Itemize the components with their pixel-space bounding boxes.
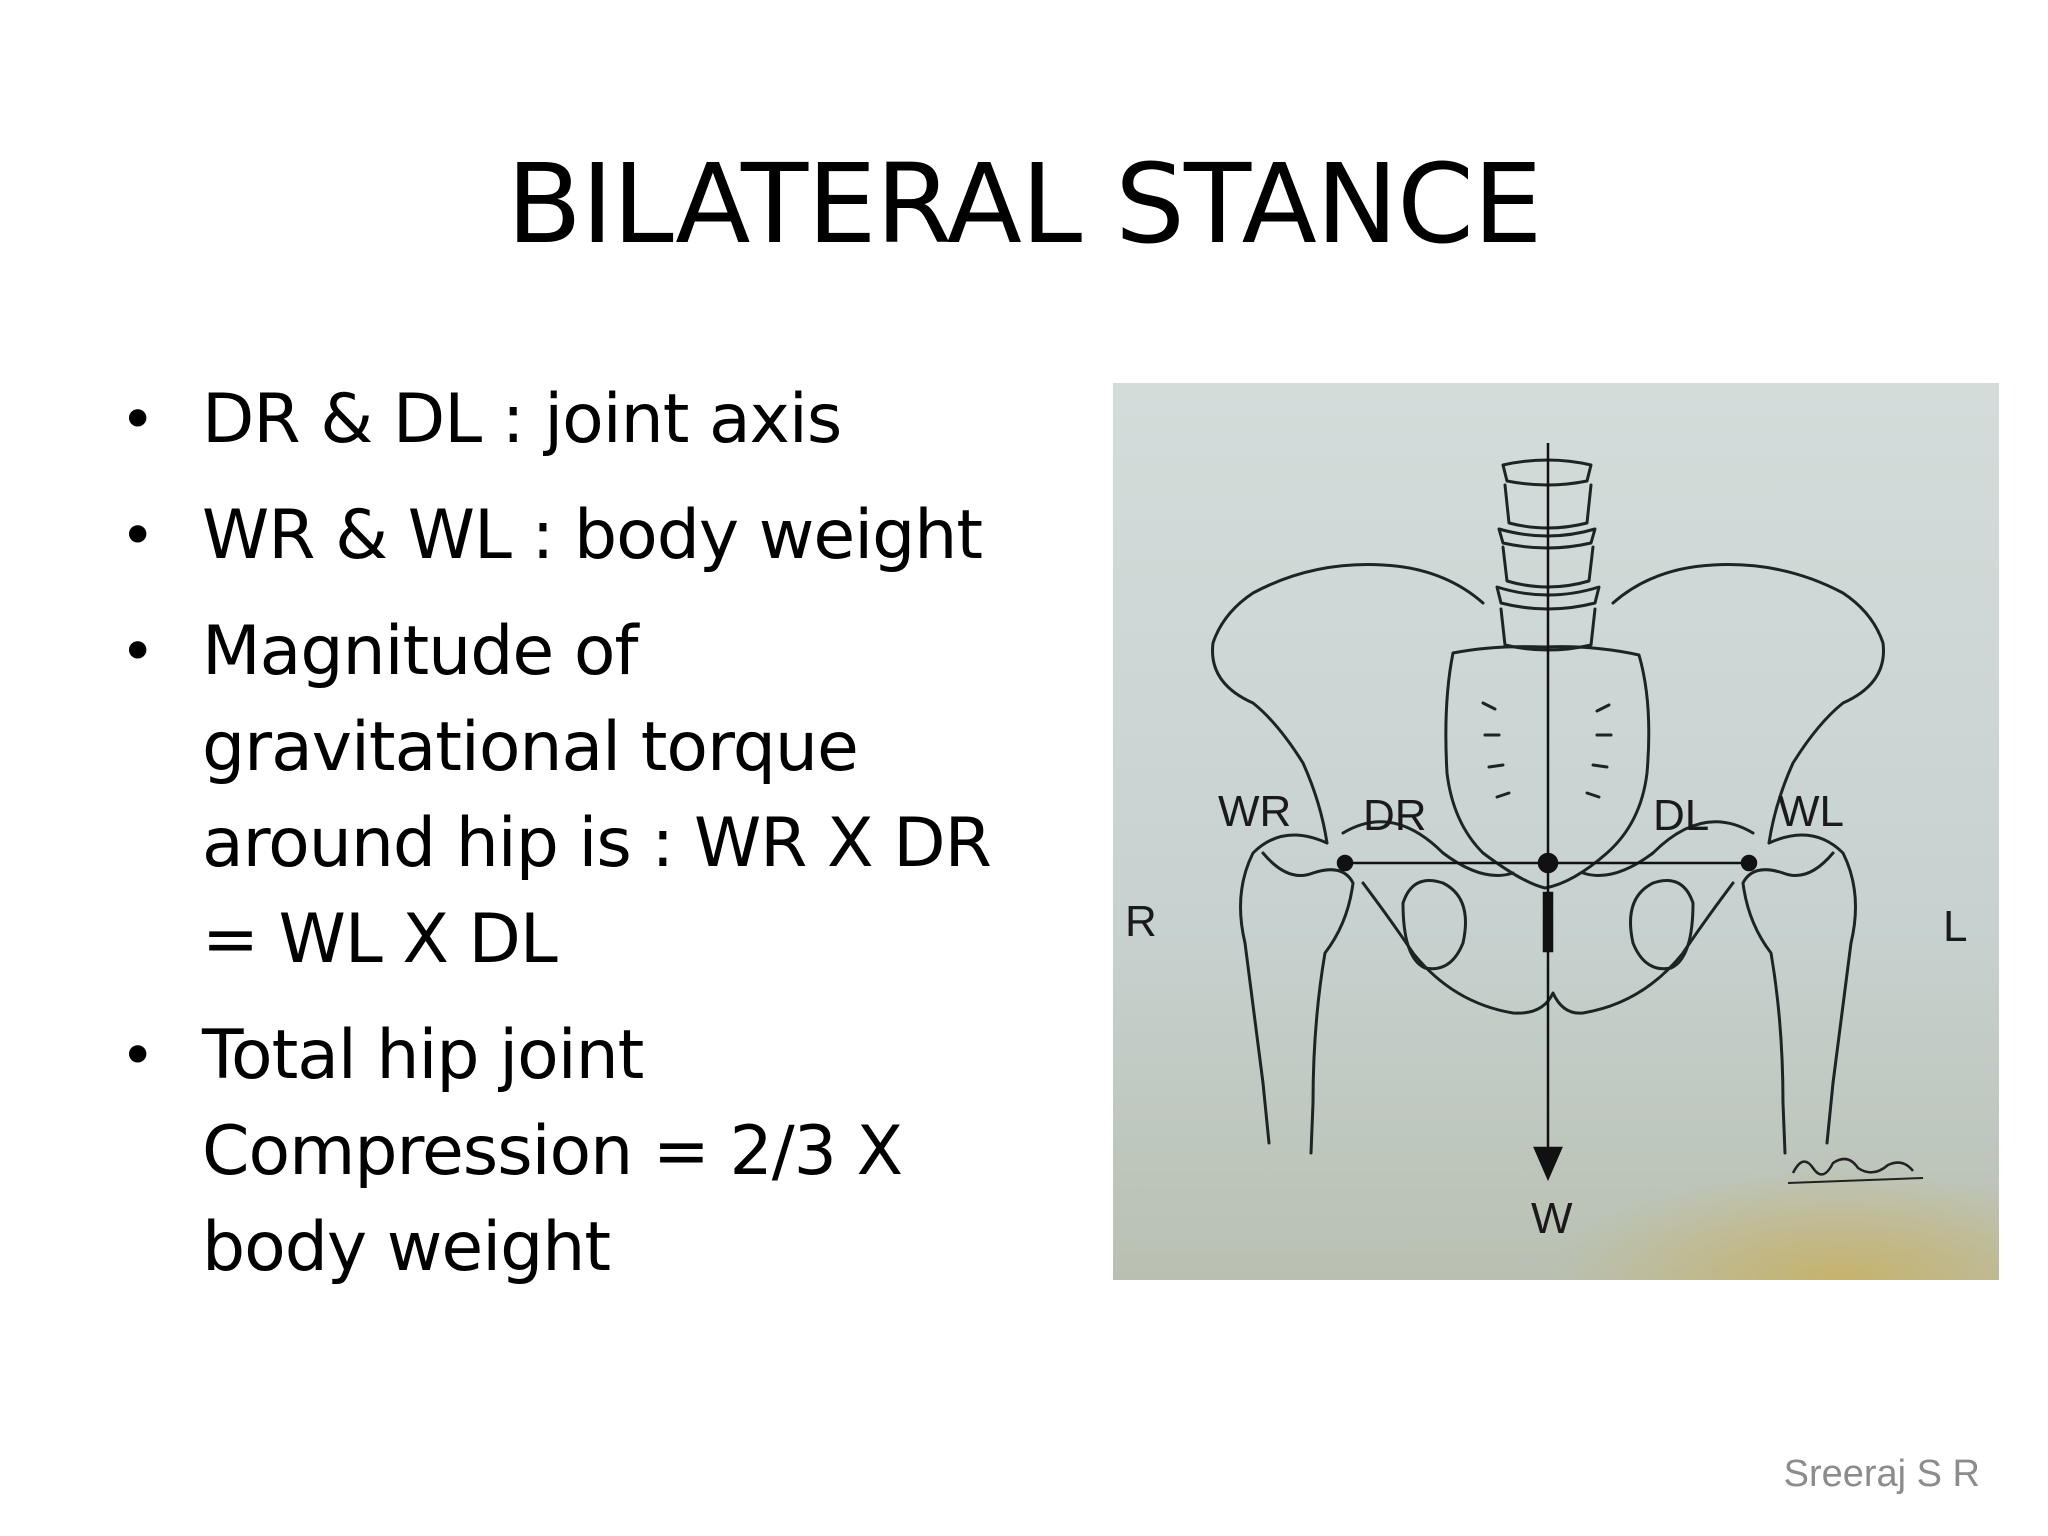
obturator-foramen-left [1629, 879, 1695, 971]
femur-left-inner [1741, 851, 1835, 1155]
author-footer: Sreeraj S R [1783, 1453, 1980, 1495]
label-dr: DR [1363, 791, 1427, 840]
femur-left-outer [1767, 833, 1857, 1145]
pelvis-diagram: WR DR DL WL R L W [1113, 383, 1999, 1280]
label-w: W [1531, 1194, 1573, 1243]
sacral-foramina-left [1481, 701, 1511, 799]
hip-joint-right-dot [1336, 854, 1354, 872]
pelvis-diagram-photo: WR DR DL WL R L W [1113, 383, 1999, 1280]
bullet-list: • DR & DL : joint axis • WR & WL : body … [120, 372, 1020, 1316]
vertebra-top [1501, 458, 1593, 487]
bullet-dot-icon: • [120, 1021, 155, 1091]
pelvic-brim-left [1581, 820, 1755, 877]
artist-signature [1791, 1157, 1914, 1176]
obturator-foramen-right [1401, 879, 1467, 971]
bullet-dot-icon: • [120, 617, 155, 687]
paper-stain [1363, 1033, 1999, 1280]
femur-right-outer [1239, 833, 1329, 1145]
center-of-gravity-dot [1537, 852, 1559, 874]
label-dl: DL [1653, 791, 1709, 840]
pubic-symphysis [1542, 891, 1554, 953]
sacral-foramina-right [1585, 703, 1613, 799]
bullet-item: • WR & WL : body weight [120, 488, 1020, 584]
femur-right-inner [1261, 851, 1355, 1155]
bullet-item: • DR & DL : joint axis [120, 372, 1020, 468]
bullet-text: WR & WL : body weight [202, 496, 983, 575]
bullet-dot-icon: • [120, 501, 155, 571]
bullet-item: • Total hip joint Compression = 2/3 X bo… [120, 1008, 1020, 1296]
gravity-arrow-icon [1533, 1146, 1563, 1182]
vertebra-disc-2 [1495, 585, 1601, 611]
ilium-right [1211, 563, 1485, 845]
pubic-arch [1361, 881, 1735, 1015]
label-wl: WL [1778, 787, 1844, 836]
sacrum [1444, 645, 1651, 890]
signature-underline [1787, 1177, 1924, 1184]
bullet-text: DR & DL : joint axis [202, 380, 842, 459]
bullet-dot-icon: • [120, 385, 155, 455]
slide-title: BILATERAL STANCE [506, 140, 1543, 268]
bullet-text: Magnitude of gravitational torque around… [202, 612, 992, 979]
label-wr: WR [1218, 787, 1291, 836]
label-l: L [1943, 902, 1967, 951]
pelvic-brim-right [1341, 820, 1515, 877]
vertebra-disc-1 [1497, 527, 1597, 550]
bullet-item: • Magnitude of gravitational torque arou… [120, 604, 1020, 988]
label-r: R [1125, 897, 1157, 946]
ilium-left [1611, 563, 1885, 845]
hip-joint-left-dot [1740, 854, 1758, 872]
bullet-text: Total hip joint Compression = 2/3 X body… [202, 1016, 903, 1287]
